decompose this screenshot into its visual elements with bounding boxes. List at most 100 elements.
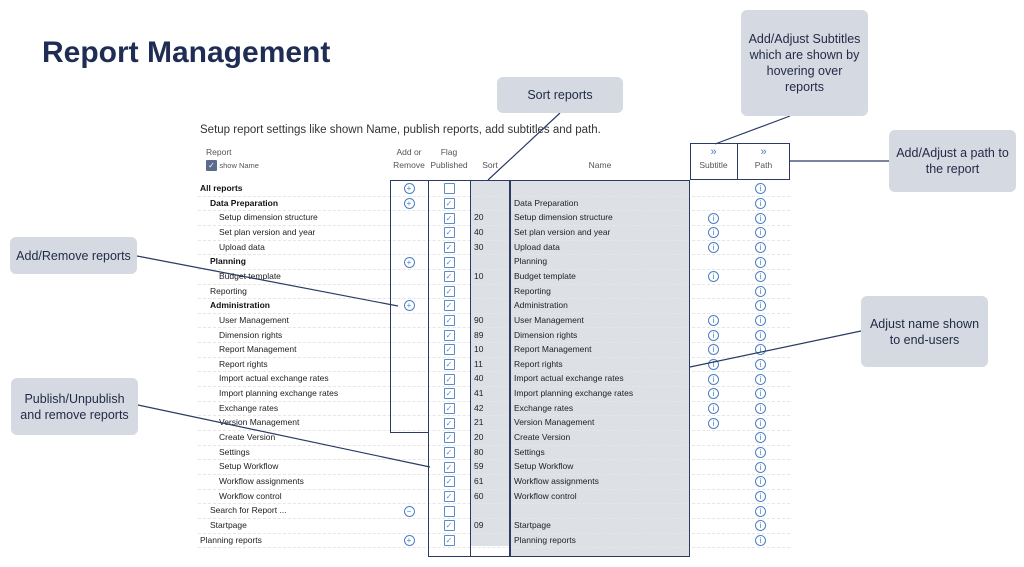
path-header[interactable]: »Path [737,146,790,180]
display-name-field[interactable]: Administration [514,300,568,311]
published-checkbox[interactable]: ✓ [443,534,455,546]
path-info-icon[interactable]: i [755,373,766,385]
display-name-field[interactable]: Settings [514,446,545,457]
path-info-icon[interactable]: i [755,227,766,239]
add-icon[interactable]: + [403,534,415,546]
subtitle-info-icon[interactable]: i [708,227,719,239]
published-checkbox[interactable]: ✓ [443,461,455,473]
published-checkbox[interactable]: ✓ [443,373,455,385]
sort-value[interactable]: 60 [474,490,484,501]
display-name-field[interactable]: Planning reports [514,534,576,545]
subtitle-info-icon[interactable]: i [708,344,719,356]
sort-value[interactable]: 42 [474,402,484,413]
path-info-icon[interactable]: i [755,271,766,283]
show-name-toggle[interactable]: ✓ show Name [206,159,390,172]
published-checkbox[interactable]: ✓ [443,403,455,414]
subtitle-info-icon[interactable]: i [708,417,719,429]
path-info-icon[interactable]: i [755,432,766,444]
add-icon[interactable]: + [403,300,415,312]
subtitle-info-icon[interactable]: i [708,329,719,341]
sort-value[interactable]: 20 [474,212,484,223]
display-name-field[interactable]: Reporting [514,285,551,296]
display-name-field[interactable]: Data Preparation [514,197,579,208]
subtitle-header[interactable]: »Subtitle [690,146,737,180]
path-info-icon[interactable]: i [755,300,766,312]
sort-value[interactable]: 59 [474,461,484,472]
sort-value[interactable]: 21 [474,417,484,428]
subtitle-info-icon[interactable]: i [708,359,719,371]
subtitle-info-icon[interactable]: i [708,212,719,224]
path-info-icon[interactable]: i [755,344,766,356]
expand-chevron-icon[interactable]: » [760,146,767,158]
path-info-icon[interactable]: i [755,359,766,371]
published-checkbox[interactable] [443,505,455,517]
path-info-icon[interactable]: i [755,285,766,297]
sort-value[interactable]: 20 [474,432,484,443]
sort-value[interactable]: 80 [474,446,484,457]
sort-value[interactable]: 61 [474,476,484,486]
display-name-field[interactable]: Setup Workflow [514,461,574,472]
path-info-icon[interactable]: i [755,534,766,546]
published-checkbox[interactable] [443,183,455,195]
display-name-field[interactable]: Setup dimension structure [514,212,613,223]
display-name-field[interactable]: Import planning exchange rates [514,388,634,399]
published-checkbox[interactable]: ✓ [443,241,455,253]
subtitle-info-icon[interactable]: i [708,241,719,253]
path-info-icon[interactable]: i [755,446,766,458]
path-info-icon[interactable]: i [755,241,766,253]
display-name-field[interactable]: Import actual exchange rates [514,373,624,384]
published-checkbox[interactable]: ✓ [443,359,455,371]
path-info-icon[interactable]: i [755,197,766,209]
display-name-field[interactable]: Create Version [514,432,571,443]
path-info-icon[interactable]: i [755,520,766,532]
published-checkbox[interactable]: ✓ [443,197,455,209]
display-name-field[interactable]: Startpage [514,519,551,530]
path-info-icon[interactable]: i [755,212,766,224]
display-name-field[interactable]: Budget template [514,270,576,281]
sort-value[interactable]: 40 [474,226,484,237]
published-checkbox[interactable]: ✓ [443,256,455,268]
published-checkbox[interactable]: ✓ [443,271,455,283]
display-name-field[interactable]: User Management [514,314,584,325]
display-name-field[interactable]: Version Management [514,417,595,428]
subtitle-info-icon[interactable]: i [708,403,719,414]
published-checkbox[interactable]: ✓ [443,285,455,297]
published-checkbox[interactable]: ✓ [443,520,455,532]
add-icon[interactable]: + [403,197,415,209]
published-checkbox[interactable]: ✓ [443,329,455,341]
expand-chevron-icon[interactable]: » [710,146,717,158]
sort-value[interactable]: 89 [474,329,484,340]
published-checkbox[interactable]: ✓ [443,388,455,400]
published-checkbox[interactable]: ✓ [443,476,455,488]
sort-value[interactable]: 40 [474,373,484,384]
display-name-field[interactable]: Planning [514,256,548,267]
published-checkbox[interactable]: ✓ [443,300,455,312]
add-icon[interactable]: + [403,183,415,195]
path-info-icon[interactable]: i [755,403,766,414]
display-name-field[interactable]: Upload data [514,241,560,252]
subtitle-info-icon[interactable]: i [708,373,719,385]
path-info-icon[interactable]: i [755,476,766,488]
published-checkbox[interactable]: ✓ [443,432,455,444]
display-name-field[interactable]: Set plan version and year [514,226,611,237]
sort-value[interactable]: 11 [474,358,483,369]
subtitle-info-icon[interactable]: i [708,315,719,327]
remove-icon[interactable]: − [403,505,415,517]
sort-value[interactable]: 90 [474,314,484,325]
subtitle-info-icon[interactable]: i [708,388,719,400]
path-info-icon[interactable]: i [755,315,766,327]
published-checkbox[interactable]: ✓ [443,490,455,502]
display-name-field[interactable]: Report rights [514,358,563,369]
path-info-icon[interactable]: i [755,461,766,473]
path-info-icon[interactable]: i [755,388,766,400]
sort-value[interactable]: 30 [474,241,484,252]
display-name-field[interactable]: Workflow control [514,490,577,501]
path-info-icon[interactable]: i [755,183,766,195]
path-info-icon[interactable]: i [755,329,766,341]
path-info-icon[interactable]: i [755,505,766,517]
sort-value[interactable]: 09 [474,519,484,530]
display-name-field[interactable]: Dimension rights [514,329,578,340]
path-info-icon[interactable]: i [755,417,766,429]
published-checkbox[interactable]: ✓ [443,212,455,224]
published-checkbox[interactable]: ✓ [443,315,455,327]
